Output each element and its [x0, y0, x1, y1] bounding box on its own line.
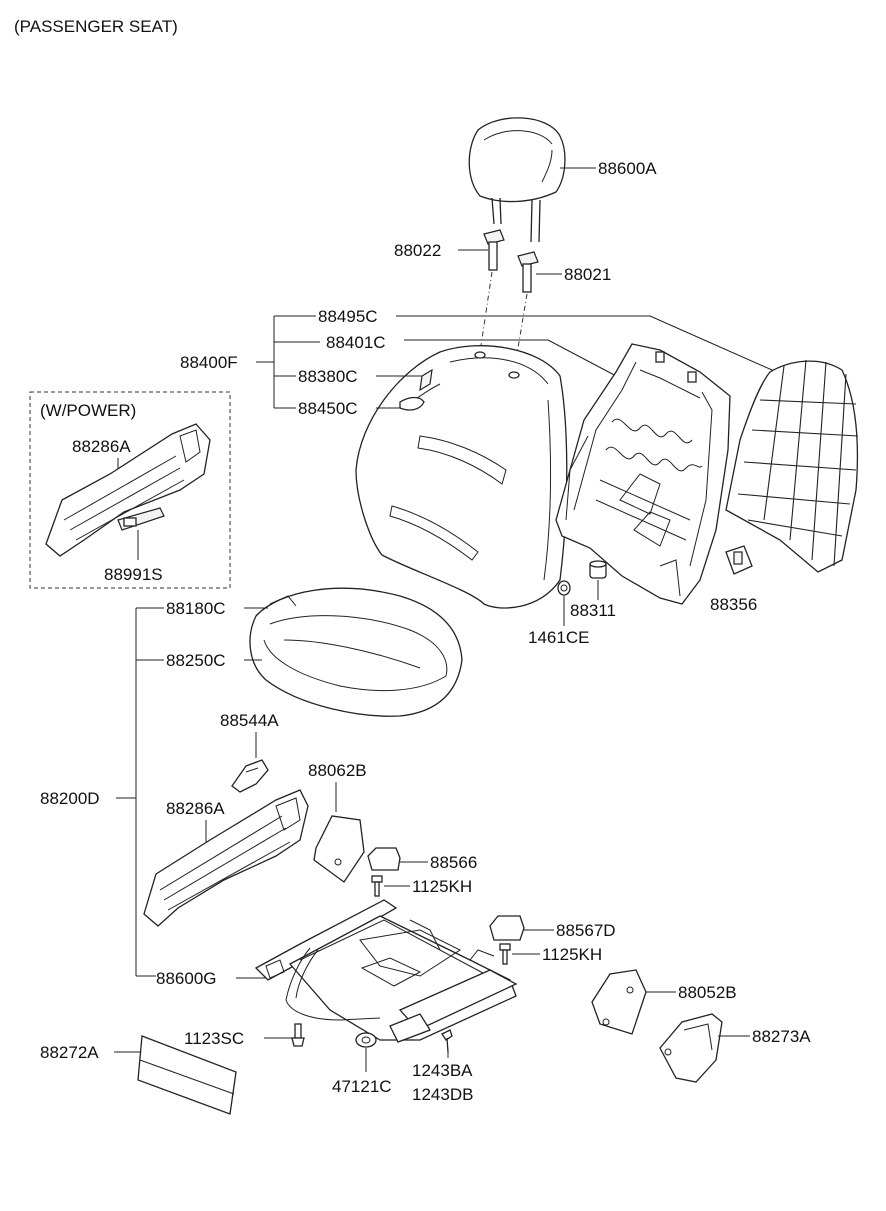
label-88450C: 88450C: [298, 399, 358, 418]
label-88600G: 88600G: [156, 969, 217, 988]
label-47121C: 47121C: [332, 1077, 392, 1096]
label-88021: 88021: [564, 265, 611, 284]
seat-cushion: [249, 587, 463, 717]
bolt-1125KH-a: [371, 875, 383, 897]
nut-1461CE: [557, 580, 571, 596]
seat-back-panel: [725, 359, 859, 573]
screw-1243BA: [441, 1029, 453, 1053]
label-88600A: 88600A: [598, 159, 657, 178]
label-88991S: 88991S: [104, 565, 163, 584]
washer-47121C: [355, 1032, 377, 1048]
switch-88356: [725, 545, 753, 575]
side-shield-88286A: [143, 789, 309, 927]
label-1243BA: 1243BA: [412, 1061, 473, 1080]
headrest-guide-88022: [483, 229, 505, 271]
seat-back-frame: [555, 343, 731, 605]
label-88200D: 88200D: [40, 789, 100, 808]
bolt-1123SC: [291, 1023, 305, 1047]
cover-88273A: [659, 1013, 723, 1083]
label-88180C: 88180C: [166, 599, 226, 618]
seat-back-cushion: [355, 345, 568, 609]
label-88272A: 88272A: [40, 1043, 99, 1062]
label-88311: 88311: [570, 601, 616, 620]
label-88380C: 88380C: [298, 367, 358, 386]
label-1123SC: 1123SC: [184, 1029, 244, 1048]
headrest: [468, 117, 566, 243]
label-88052B: 88052B: [678, 983, 737, 1002]
diagram-title: (PASSENGER SEAT): [14, 17, 178, 36]
label-88356: 88356: [710, 595, 757, 614]
cap-88567D: [489, 915, 525, 941]
knob-88311: [589, 560, 607, 579]
label-88400F: 88400F: [180, 353, 238, 372]
headrest-guide-88021: [517, 251, 539, 293]
bolt-1125KH-b: [499, 943, 511, 965]
bracket-88200D: [116, 607, 164, 977]
bracket-88400F: [256, 315, 320, 409]
label-1125KH-a: 1125KH: [412, 877, 472, 896]
label-88566: 88566: [430, 853, 477, 872]
side-shield-power: [45, 423, 211, 557]
label-1461CE: 1461CE: [528, 628, 589, 647]
cap-88566: [367, 847, 401, 871]
label-88286A: 88286A: [166, 799, 225, 818]
label-88544A: 88544A: [220, 711, 279, 730]
label-88567D: 88567D: [556, 921, 616, 940]
label-1125KH-b: 1125KH: [542, 945, 602, 964]
label-88273A: 88273A: [752, 1027, 811, 1046]
power-option-box: [29, 391, 231, 589]
label-88062B: 88062B: [308, 761, 367, 780]
seat-track-frame: [254, 899, 518, 1043]
label-88250C: 88250C: [166, 651, 226, 670]
motor-88991S: [117, 507, 165, 531]
lever-88544A: [231, 759, 269, 793]
label-88022: 88022: [394, 241, 441, 260]
cover-88062B: [313, 815, 365, 883]
label-88495C: 88495C: [318, 307, 378, 326]
trim-88272A: [137, 1035, 237, 1115]
cover-88052B: [591, 969, 647, 1035]
label-1243DB: 1243DB: [412, 1085, 473, 1104]
label-88286A-power: 88286A: [72, 437, 131, 456]
label-88401C: 88401C: [326, 333, 386, 352]
label-w-power: (W/POWER): [40, 401, 136, 420]
